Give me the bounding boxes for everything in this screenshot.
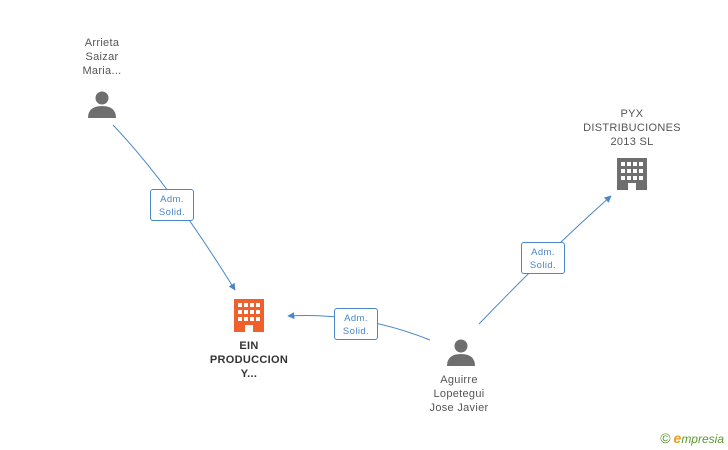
node-label-line: PYX: [620, 108, 644, 120]
node-label-arrieta[interactable]: Arrieta Saizar Maria...: [62, 36, 142, 78]
node-label-line: Jose Javier: [429, 402, 489, 414]
edge-label-line: Solid.: [529, 260, 557, 271]
brand-logo: ©empresia: [660, 430, 724, 446]
node-label-line: DISTRIBUCIONES: [583, 122, 681, 134]
edge-label-line: Adm.: [160, 194, 184, 205]
node-label-line: Lopetegui: [433, 388, 485, 400]
node-label-line: 2013 SL: [610, 136, 654, 148]
building-icon[interactable]: [617, 158, 647, 190]
brand-initial: e: [673, 430, 682, 446]
node-label-line: EIN: [239, 340, 259, 352]
copyright-icon: ©: [660, 430, 671, 446]
edge-label-aguirre-pyx[interactable]: Adm. Solid.: [521, 242, 565, 274]
edge-label-aguirre-ein[interactable]: Adm. Solid.: [334, 308, 378, 340]
node-label-line: Aguirre: [440, 374, 478, 386]
node-label-pyx[interactable]: PYX DISTRIBUCIONES 2013 SL: [572, 107, 692, 149]
edge-label-arrieta-ein[interactable]: Adm. Solid.: [150, 189, 194, 221]
edge-label-line: Solid.: [342, 326, 370, 337]
person-icon[interactable]: [447, 339, 475, 367]
edge-label-line: Solid.: [158, 207, 186, 218]
focus-building-icon[interactable]: [234, 299, 264, 332]
node-label-line: Maria...: [82, 65, 122, 77]
brand-name: mpresia: [681, 432, 724, 446]
person-icon[interactable]: [88, 91, 116, 119]
node-label-line: Y...: [240, 368, 258, 380]
node-label-line: Arrieta: [84, 37, 120, 49]
node-label-line: PRODUCCION: [209, 354, 289, 366]
node-label-line: Saizar: [85, 51, 119, 63]
edge-label-line: Adm.: [344, 313, 368, 324]
node-label-aguirre[interactable]: Aguirre Lopetegui Jose Javier: [414, 373, 504, 415]
node-label-ein[interactable]: EIN PRODUCCION Y...: [199, 339, 299, 381]
edge-label-line: Adm.: [531, 247, 555, 258]
